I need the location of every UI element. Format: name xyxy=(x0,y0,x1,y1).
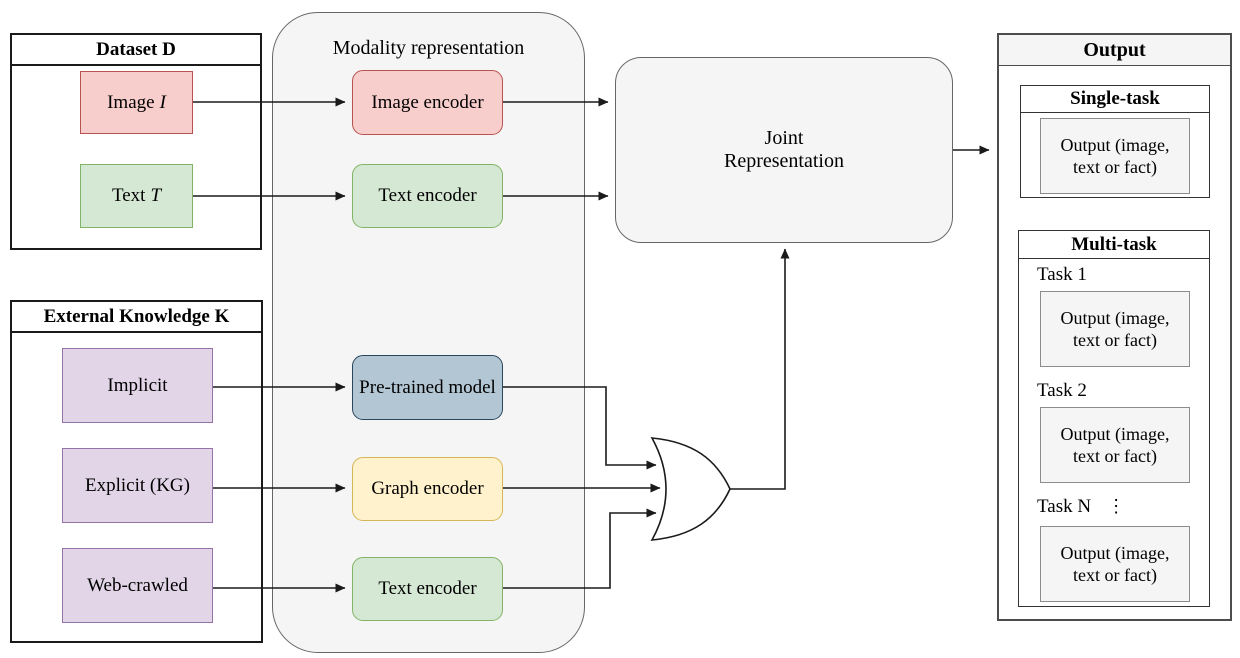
external-knowledge-title: External Knowledge K xyxy=(12,302,261,333)
dataset-image-box: Image I xyxy=(80,71,193,134)
implicit-box: Implicit xyxy=(62,348,213,423)
dataset-text-label: Text xyxy=(111,185,146,206)
task-2-label: Task 2 xyxy=(1037,380,1087,401)
dataset-title: Dataset D xyxy=(12,35,260,66)
or-gate-icon xyxy=(650,437,731,541)
text-encoder-2-box: Text encoder xyxy=(352,557,503,621)
dataset-image-var: I xyxy=(159,91,166,113)
task-n-ellipsis-icon: ⋮ xyxy=(1107,496,1126,516)
joint-representation-box: Joint Representation xyxy=(615,57,953,243)
web-crawled-box: Web-crawled xyxy=(62,548,213,623)
task-2-output-box: Output (image, text or fact) xyxy=(1040,407,1190,483)
task-1-output-box: Output (image, text or fact) xyxy=(1040,291,1190,367)
pretrained-model-box: Pre-trained model xyxy=(352,355,503,420)
single-task-title: Single-task xyxy=(1021,86,1209,113)
dataset-text-var: T xyxy=(150,185,162,206)
task-1-label: Task 1 xyxy=(1037,264,1087,285)
output-panel-title: Output xyxy=(999,35,1230,66)
single-task-output-box: Output (image, text or fact) xyxy=(1040,118,1190,194)
explicit-kg-box: Explicit (KG) xyxy=(62,448,213,523)
text-encoder-box: Text encoder xyxy=(352,164,503,228)
image-encoder-box: Image encoder xyxy=(352,70,503,135)
modality-representation-title: Modality representation xyxy=(332,37,525,59)
dataset-image-label: Image xyxy=(107,91,155,113)
multi-task-title: Multi-task xyxy=(1019,231,1209,259)
graph-encoder-box: Graph encoder xyxy=(352,457,503,521)
dataset-text-box: Text T xyxy=(80,164,193,228)
task-n-label: Task N⋮ xyxy=(1037,496,1126,517)
arrow-gate-to-joint xyxy=(729,248,790,490)
task-n-output-box: Output (image, text or fact) xyxy=(1040,526,1190,602)
